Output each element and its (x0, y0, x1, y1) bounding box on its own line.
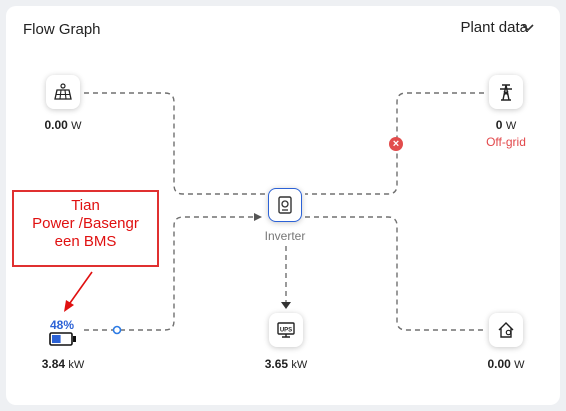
home-power-value: 0.00 W (487, 357, 525, 371)
annotation-callout: Tian Power /Basengr een BMS (12, 190, 159, 267)
inverter-node[interactable] (268, 188, 302, 222)
grid-status: Off-grid (486, 135, 526, 149)
flow-dot (112, 325, 122, 335)
home-icon (498, 322, 514, 338)
home-node[interactable] (489, 313, 523, 347)
solar-power-value: 0.00 W (44, 118, 82, 132)
power-tower-icon (500, 84, 512, 101)
annotation-line: Power /Basengr (32, 215, 139, 232)
chevron-down-icon[interactable] (521, 21, 535, 35)
inverter-label: Inverter (264, 229, 306, 243)
grid-node[interactable] (489, 75, 523, 109)
battery-power-value: 3.84 kW (41, 357, 85, 371)
annotation-line: Tian (71, 197, 100, 214)
ups-node[interactable]: UPS (269, 313, 303, 347)
solar-node[interactable] (46, 75, 80, 109)
battery-soc: 48% (50, 318, 75, 332)
ups-icon-label: UPS (280, 328, 292, 334)
annotation-line: een BMS (54, 233, 117, 250)
ups-power-value: 3.65 kW (264, 357, 308, 371)
flow-arrow (281, 302, 291, 309)
plant-data-dropdown[interactable]: Plant data (460, 19, 528, 36)
ups-icon: UPS (277, 322, 295, 338)
inverter-icon (278, 196, 292, 214)
error-icon: × (389, 137, 403, 151)
flow-arrow (254, 213, 262, 221)
card-title: Flow Graph (23, 21, 101, 38)
grid-power-value: 0 W (495, 118, 517, 132)
battery-icon[interactable] (49, 332, 77, 346)
solar-panel-icon (54, 83, 72, 100)
